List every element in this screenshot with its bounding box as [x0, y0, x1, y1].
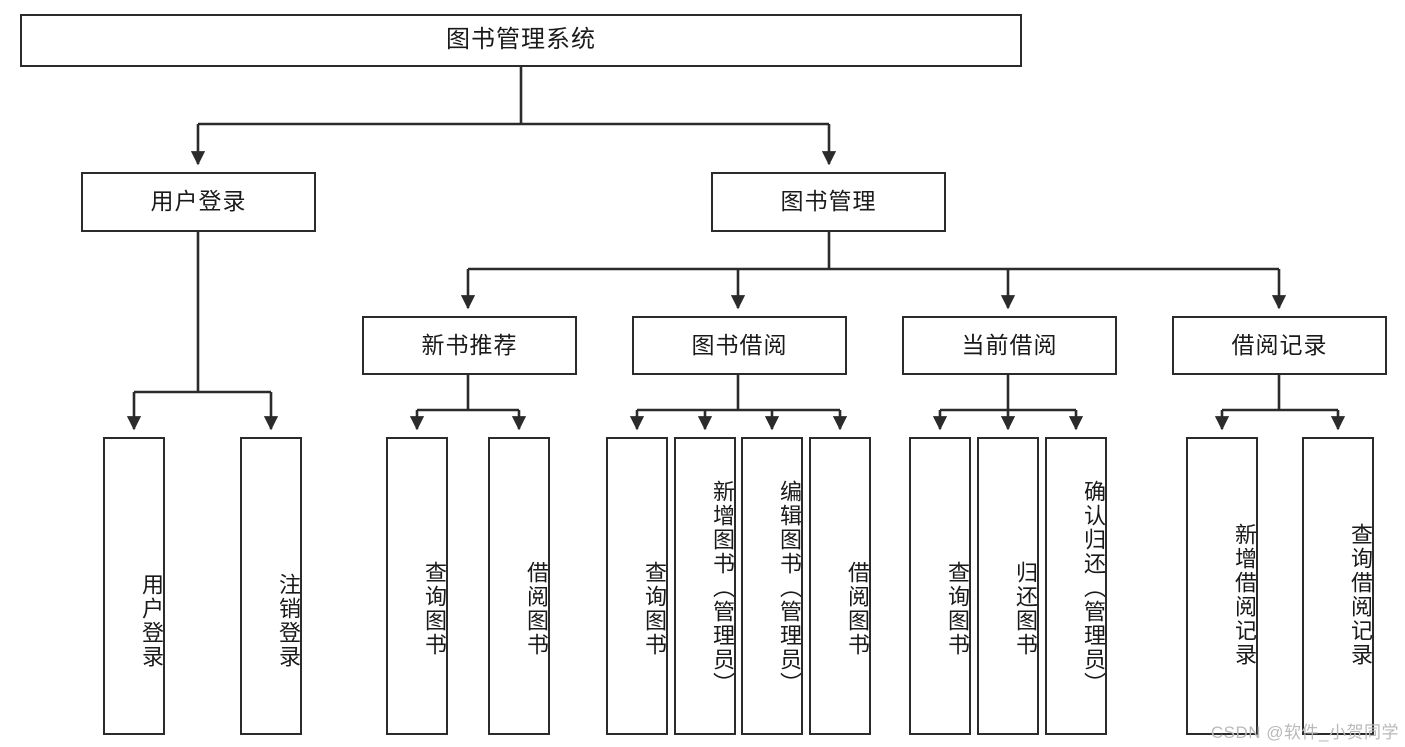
leaf-book-borrow-add-book-admin[interactable]: 新增图书（管理员）	[674, 437, 736, 735]
leaf-new-book-query-book[interactable]: 查询图书	[386, 437, 448, 735]
csdn-watermark: CSDN @软件_小贺同学	[1210, 723, 1399, 742]
node-label: 查询借阅记录	[1348, 523, 1373, 667]
leaf-current-borrow-return-book[interactable]: 归还图书	[977, 437, 1039, 735]
leaf-current-borrow-query-book[interactable]: 查询图书	[909, 437, 971, 735]
node-label: 查询图书	[945, 561, 970, 657]
leaf-current-borrow-confirm-return-admin[interactable]: 确认归还（管理员）	[1045, 437, 1107, 735]
node-label: 借阅图书	[845, 561, 870, 657]
leaf-borrow-record-query-record[interactable]: 查询借阅记录	[1302, 437, 1374, 735]
leaf-user-login-logout[interactable]: 注销登录	[240, 437, 302, 735]
node-label: 查询图书	[422, 561, 447, 657]
node-label: 新增借阅记录	[1232, 523, 1257, 667]
node-book-borrow[interactable]: 图书借阅	[632, 316, 847, 375]
node-new-book-recommend[interactable]: 新书推荐	[362, 316, 577, 375]
node-label: 用户登录	[139, 573, 164, 669]
leaf-user-login-login[interactable]: 用户登录	[103, 437, 165, 735]
node-label: 当前借阅	[961, 331, 1058, 358]
leaf-book-borrow-borrow-book[interactable]: 借阅图书	[809, 437, 871, 735]
leaf-new-book-borrow-book[interactable]: 借阅图书	[488, 437, 550, 735]
node-user-login[interactable]: 用户登录	[81, 172, 316, 232]
node-label: 借阅记录	[1231, 331, 1328, 358]
node-label: 查询图书	[642, 561, 667, 657]
node-label: 新书推荐	[421, 331, 518, 358]
leaf-book-borrow-edit-book-admin[interactable]: 编辑图书（管理员）	[741, 437, 803, 735]
node-book-management[interactable]: 图书管理	[711, 172, 946, 232]
node-current-borrow[interactable]: 当前借阅	[902, 316, 1117, 375]
node-label: 图书借阅	[691, 331, 788, 358]
node-label: 用户登录	[150, 188, 247, 215]
node-label: 借阅图书	[524, 561, 549, 657]
node-borrow-record[interactable]: 借阅记录	[1172, 316, 1387, 375]
node-label: 注销登录	[276, 573, 301, 669]
node-label: 新增图书（管理员）	[710, 480, 735, 696]
node-root-book-management-system[interactable]: 图书管理系统	[20, 14, 1022, 67]
node-label: 确认归还（管理员）	[1081, 480, 1106, 696]
leaf-book-borrow-query-book[interactable]: 查询图书	[606, 437, 668, 735]
leaf-borrow-record-add-record[interactable]: 新增借阅记录	[1186, 437, 1258, 735]
node-label: 图书管理	[780, 188, 877, 215]
node-label: 编辑图书（管理员）	[777, 480, 802, 696]
node-label: 归还图书	[1013, 561, 1038, 657]
node-label: 图书管理系统	[446, 26, 596, 54]
